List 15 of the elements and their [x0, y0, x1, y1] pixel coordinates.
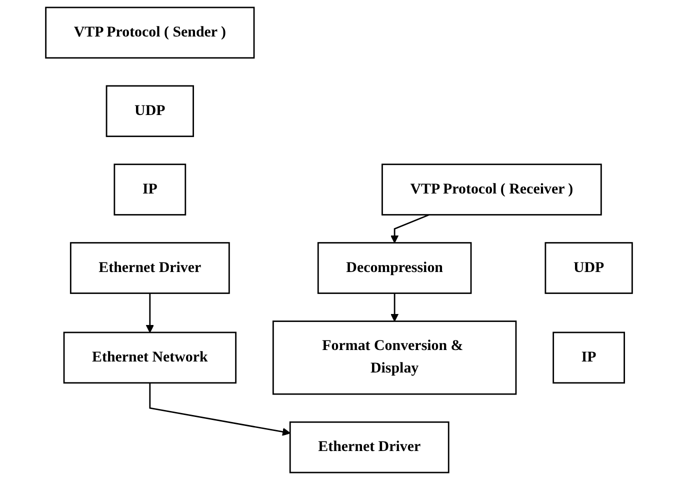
arrow — [146, 293, 154, 333]
node-box: Ethernet Driver — [70, 242, 230, 294]
node-box: Ethernet Network — [63, 332, 237, 384]
node-box: IP — [552, 332, 625, 384]
arrow — [390, 293, 399, 322]
node-box: Format Conversion & Display — [272, 320, 517, 395]
node-box: UDP — [106, 85, 194, 138]
node-box: IP — [114, 164, 186, 216]
arrow — [149, 382, 290, 436]
node-box: VTP Protocol ( Sender ) — [45, 6, 255, 59]
node-box: UDP — [544, 242, 633, 294]
node-box: Ethernet Driver — [289, 421, 450, 474]
node-box: VTP Protocol ( Receiver ) — [382, 164, 602, 216]
node-box: Decompression — [317, 242, 472, 294]
arrow — [390, 214, 430, 244]
